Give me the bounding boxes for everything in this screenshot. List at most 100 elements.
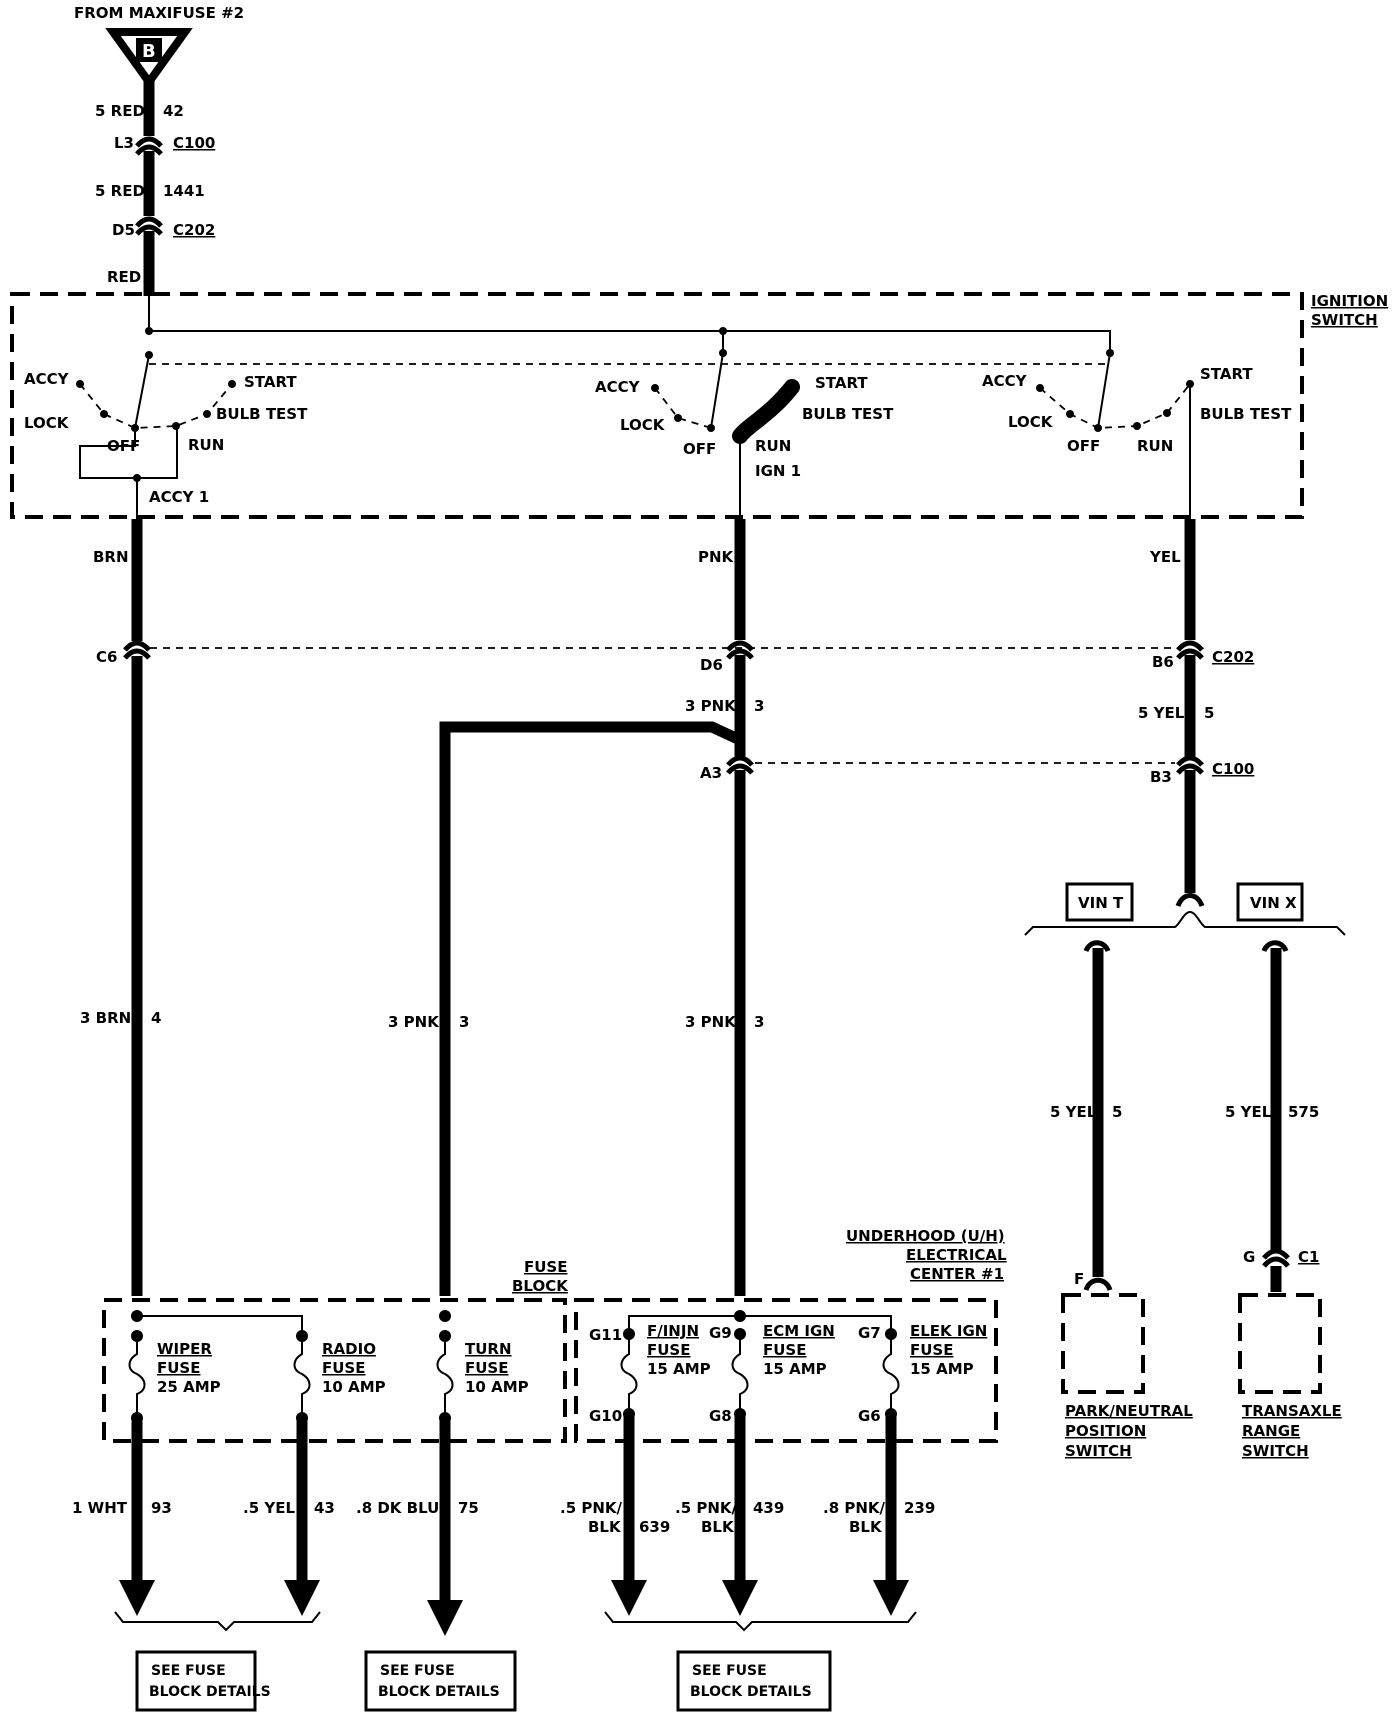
wire-label-3pnk-split: 3 PNK <box>685 697 737 715</box>
connector-b6 <box>1176 640 1204 660</box>
finj-in-label: G11 <box>589 1326 622 1344</box>
connector-c1 <box>1262 1248 1290 1268</box>
connector-label-d5: D5 <box>112 221 135 239</box>
wire-label-red: RED <box>107 268 141 286</box>
sw2-accy-label: ACCY <box>595 378 641 396</box>
wire-label-yel: YEL <box>1149 548 1181 566</box>
connector-label-c6: C6 <box>96 648 117 666</box>
ignition-bus-wire <box>148 296 1111 353</box>
wire-label-1441: 1441 <box>163 182 205 200</box>
connector-label-c100: C100 <box>173 134 215 152</box>
wire-label-42: 42 <box>163 102 184 120</box>
transaxle-label-3: SWITCH <box>1242 1442 1309 1460</box>
finj-fuse <box>620 1328 638 1420</box>
elek-fuse-amp: 15 AMP <box>910 1360 974 1378</box>
wire-label-5red-2: 5 RED <box>95 182 145 200</box>
wiper-fuse <box>128 1310 146 1424</box>
park-neutral-label-1: PARK/NEUTRAL <box>1065 1402 1193 1420</box>
sw2-lock-label: LOCK <box>620 416 666 434</box>
transaxle-label-1: TRANSAXLE <box>1242 1402 1342 1420</box>
wire-label-93: 93 <box>151 1499 172 1517</box>
sw2-ign1-label: IGN 1 <box>755 462 801 480</box>
connector-label-g: G <box>1243 1248 1255 1266</box>
wire-label-1wht: 1 WHT <box>72 1499 128 1517</box>
elek-fuse-word: FUSE <box>910 1341 953 1359</box>
wire-label-5red: 5 RED <box>95 102 145 120</box>
wire-label-5pnk-639-a: .5 PNK/ <box>560 1499 623 1517</box>
brace-uh-center <box>604 1611 917 1632</box>
wire-pnk-turn-branch <box>439 721 743 1296</box>
wire-label-4: 4 <box>151 1009 161 1027</box>
ignition-switch-section-2 <box>651 349 800 519</box>
finj-fuse-amp: 15 AMP <box>647 1360 711 1378</box>
vin-x-wire-start <box>1261 940 1289 953</box>
sw3-bulb-test-label: BULB TEST <box>1200 405 1292 423</box>
connector-label-f: F <box>1074 1270 1084 1288</box>
connector-label-b6: B6 <box>1152 653 1174 671</box>
ignition-switch-section-1 <box>76 351 236 519</box>
see-fuse-block-details-box-2 <box>364 1650 517 1712</box>
wire-label-8pnk-239-b: BLK <box>849 1518 883 1536</box>
turn-fuse-name: TURN <box>465 1340 512 1358</box>
see-box-1-line-1: SEE FUSE <box>151 1663 226 1679</box>
radio-fuse-amp: 10 AMP <box>322 1378 386 1396</box>
park-neutral-switch-box <box>1061 1293 1145 1394</box>
wire-label-5-c: 5 <box>1204 704 1214 722</box>
uh-center-box <box>574 1298 998 1443</box>
uh-center-title-2: ELECTRICAL <box>906 1246 1007 1264</box>
wire-label-5-pn: 5 <box>1112 1103 1122 1121</box>
radio-fuse-name: RADIO <box>322 1340 376 1358</box>
elek-ign-fuse <box>882 1328 900 1420</box>
bus-junction-2 <box>719 327 727 335</box>
fuse-block-title-2: BLOCK <box>512 1277 569 1295</box>
ecm-ign-fuse <box>731 1310 749 1420</box>
wire-label-8pnk-239-a: .8 PNK/ <box>823 1499 886 1517</box>
ecm-out-label: G8 <box>709 1407 732 1425</box>
connector-label-l3: L3 <box>114 134 134 152</box>
wire-label-5pnk-639-b: BLK <box>588 1518 622 1536</box>
park-neutral-label-3: SWITCH <box>1065 1442 1132 1460</box>
transaxle-label-2: RANGE <box>1242 1422 1300 1440</box>
ignition-switch-section-3 <box>1036 352 1194 519</box>
sw2-bulb-test-label: BULB TEST <box>802 405 894 423</box>
connector-a3 <box>726 755 754 775</box>
wire-label-pnk: PNK <box>698 548 735 566</box>
sw1-accy1-label: ACCY 1 <box>149 488 209 506</box>
wiper-fuse-amp: 25 AMP <box>157 1378 221 1396</box>
wire-label-5yel-out: .5 YEL <box>243 1499 295 1517</box>
connector-label-c202: C202 <box>173 221 215 239</box>
vin-branch-bar <box>1024 910 1346 936</box>
park-neutral-label-2: POSITION <box>1065 1422 1146 1440</box>
wire-label-8dkblu: .8 DK BLU <box>356 1499 439 1517</box>
source-symbol-letter: B <box>142 41 156 62</box>
sw1-bulb-test-label: BULB TEST <box>216 405 308 423</box>
brace-fuse-block <box>114 1611 321 1632</box>
fuse-block-box <box>102 1298 567 1443</box>
see-box-3-line-1: SEE FUSE <box>692 1663 767 1679</box>
connector-d6 <box>726 640 754 660</box>
sw3-lock-label: LOCK <box>1008 413 1054 431</box>
uh-center-title-3: CENTER #1 <box>910 1265 1004 1283</box>
wire-label-5pnk-439-a: .5 PNK/ <box>675 1499 738 1517</box>
wire-label-3pnk-turn: 3 PNK <box>388 1013 440 1031</box>
sw3-run-label: RUN <box>1137 437 1173 455</box>
connector-label-b3: B3 <box>1150 768 1172 786</box>
sw3-accy-label: ACCY <box>982 372 1028 390</box>
sw1-off-label: OFF <box>107 437 140 455</box>
see-fuse-block-details-box-3 <box>676 1650 832 1712</box>
sw2-start-label: START <box>815 374 868 392</box>
sw1-run-label: RUN <box>188 436 224 454</box>
sw3-start-label: START <box>1200 365 1253 383</box>
turn-fuse-amp: 10 AMP <box>465 1378 529 1396</box>
elek-fuse-name: ELEK IGN <box>910 1322 987 1340</box>
maxifuse-source-symbol: B <box>105 28 193 89</box>
radio-fuse-word: FUSE <box>322 1359 365 1377</box>
fuse-block-title-1: FUSE <box>524 1258 567 1276</box>
wire-label-3-ecm: 3 <box>754 1013 764 1031</box>
uh-center-title-1: UNDERHOOD (U/H) <box>846 1227 1005 1245</box>
fuse-block-bus <box>137 1315 303 1336</box>
wire-label-5pnk-439-b: BLK <box>701 1518 735 1536</box>
see-box-2-line-2: BLOCK DETAILS <box>378 1684 500 1700</box>
ignition-switch-title-2: SWITCH <box>1311 311 1378 329</box>
